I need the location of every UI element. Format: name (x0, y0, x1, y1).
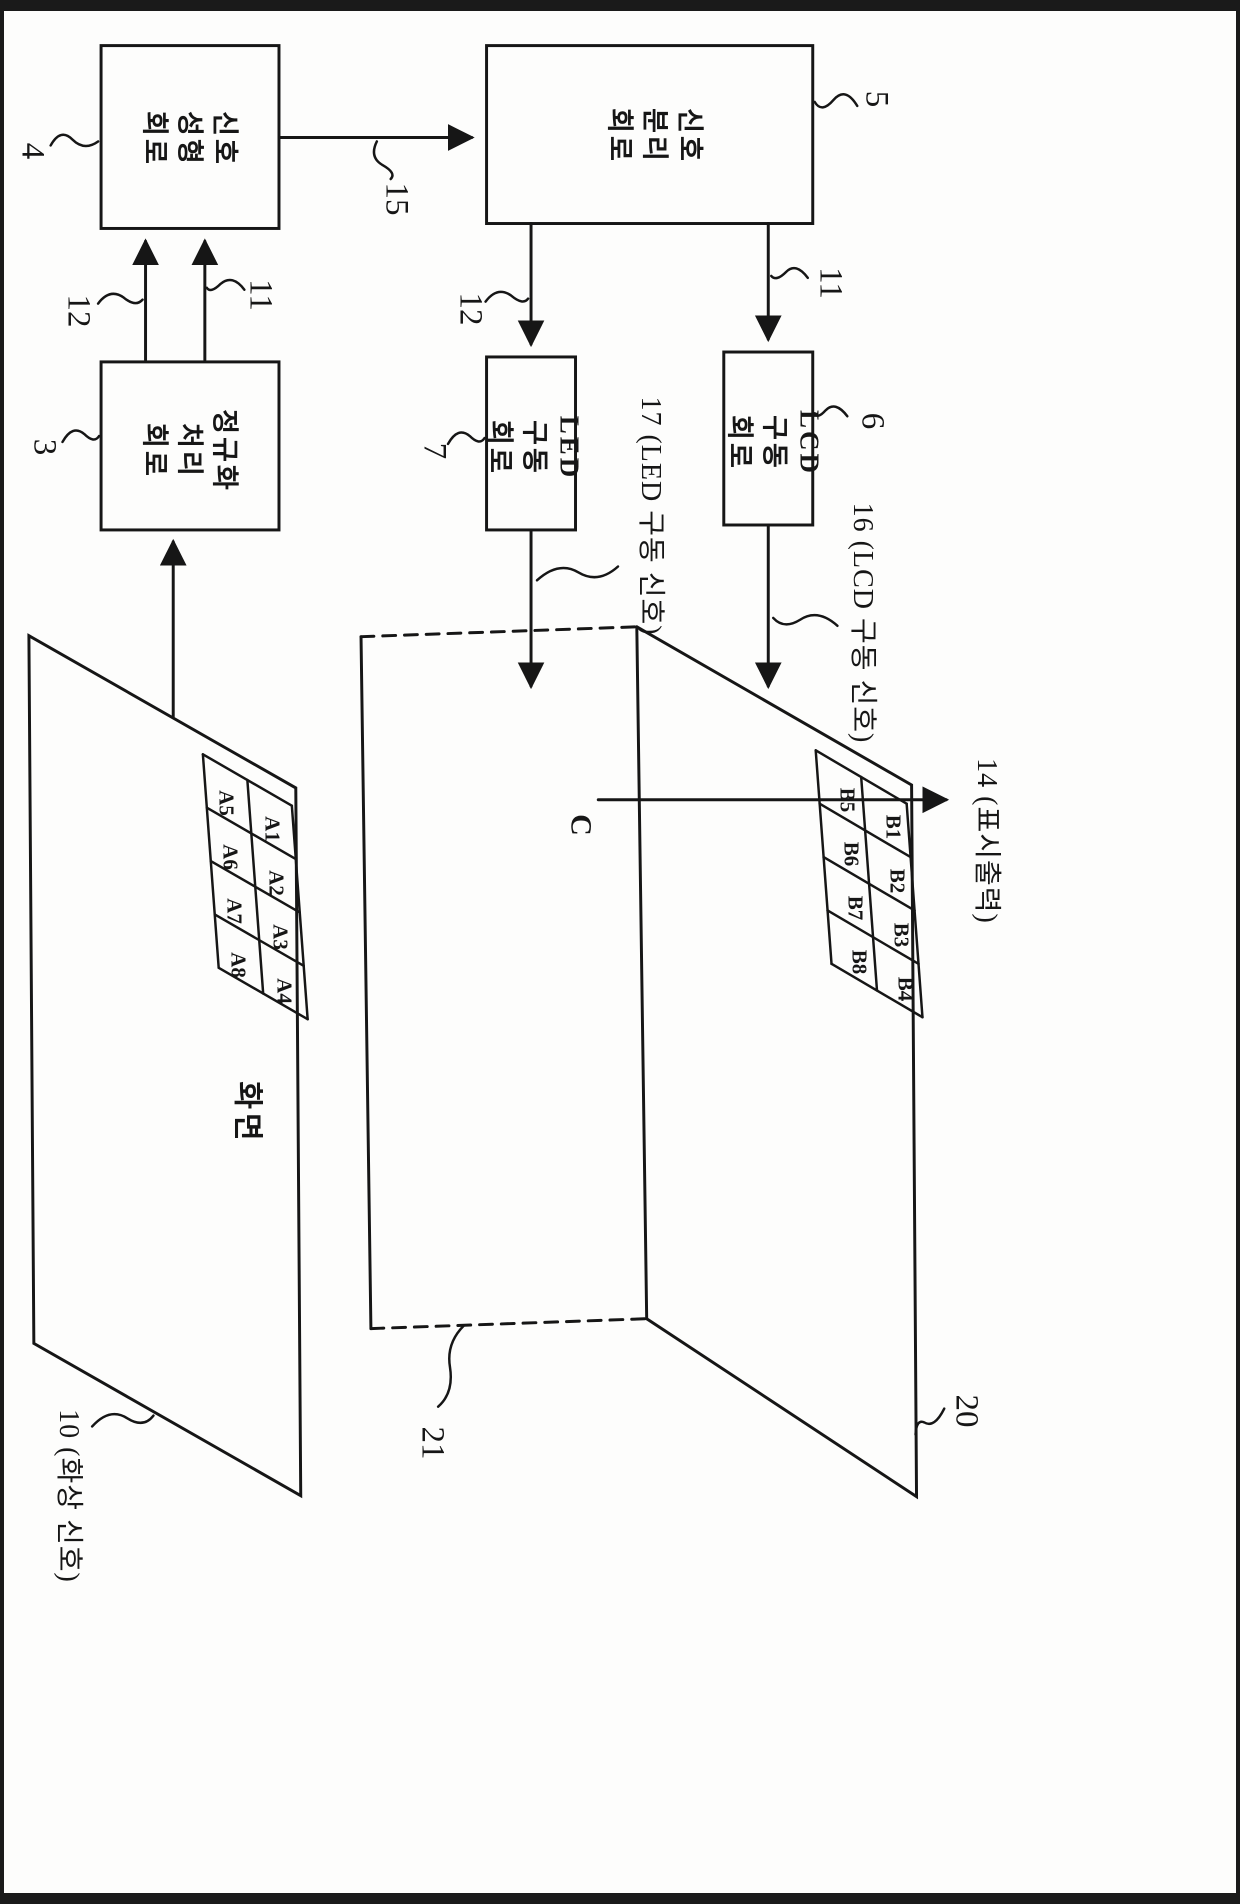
lcd-drive-signal-label: 16 (LCD 구동 신호) (847, 502, 879, 744)
panel-cell-b2: B2 (885, 868, 910, 894)
panel-cell-b4: B4 (893, 976, 918, 1002)
screen-title-label: 화면 (230, 1081, 264, 1145)
ref-11-mid: 11 (812, 267, 849, 299)
ref-12-mid: 12 (452, 292, 489, 326)
screen-cell-grid (201, 753, 309, 1021)
signal-separation-box (485, 44, 815, 225)
normalization-label: 정규화 처리 회로 (139, 409, 240, 493)
figure-linework (27, 44, 950, 1500)
display-output-label: 14 (표시출력) (971, 758, 1003, 924)
ref-20: 20 (948, 1394, 985, 1428)
panel-cell-b7: B7 (843, 895, 868, 921)
panel-cell-b6: B6 (839, 841, 864, 867)
reference-leaders (49, 93, 946, 1436)
screen-cell-a7: A7 (222, 898, 247, 924)
image-signal-label: 10 (화상 신호) (53, 1409, 85, 1583)
screen-outline (27, 633, 303, 1499)
screen-cell-a2: A2 (264, 870, 289, 896)
panel-cell-b8: B8 (847, 949, 872, 975)
panel-box-outline (359, 625, 919, 1500)
signal-shaping-label: 신호 성형 회로 (139, 111, 240, 167)
signal-separation-label: 신호 분리 회로 (604, 108, 705, 164)
ref-5: 5 (858, 90, 895, 108)
panel-cell-b1: B1 (881, 814, 906, 840)
panel-cell-b3: B3 (889, 922, 914, 948)
led-driver-label: LED 구동 회로 (484, 415, 585, 481)
screen-cell-a6: A6 (218, 844, 243, 870)
corner-c-label: C (564, 814, 598, 840)
screen-cell-a1: A1 (260, 816, 285, 842)
ref-7: 7 (416, 442, 453, 460)
ref-15: 15 (378, 182, 415, 216)
screen-cell-a4: A4 (272, 978, 297, 1004)
normalization-box (99, 360, 281, 532)
panel-cell-grid (814, 749, 924, 1019)
ref-6: 6 (854, 412, 891, 430)
ref-21: 21 (414, 1426, 451, 1460)
ref-4: 4 (14, 142, 51, 160)
screen-cell-a8: A8 (226, 952, 251, 978)
screen-cell-a3: A3 (268, 924, 293, 950)
ref-11-top: 11 (242, 279, 279, 311)
lcd-driver-label: LCD 구동 회로 (724, 409, 825, 477)
screen-cell-a5: A5 (214, 790, 239, 816)
panel-cell-b5: B5 (835, 787, 860, 813)
ref-3: 3 (26, 438, 63, 456)
led-drive-signal-label: 17 (LED 구동 신호) (635, 396, 667, 636)
ref-12-top: 12 (60, 294, 97, 328)
